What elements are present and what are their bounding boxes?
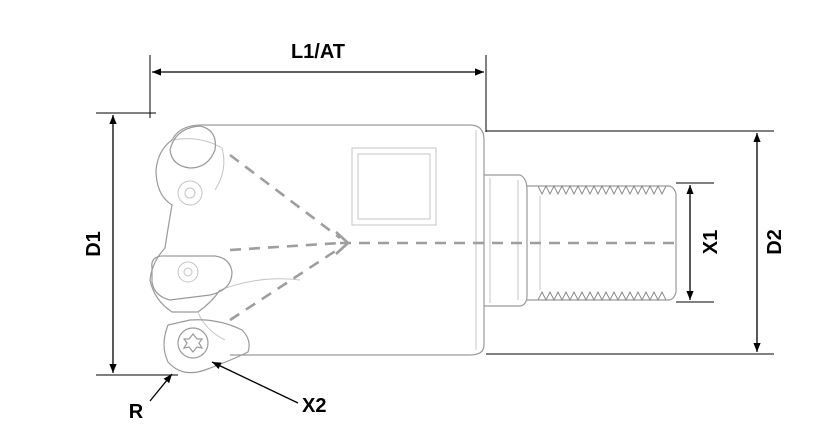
shank-collar xyxy=(484,174,528,307)
leader-r: R xyxy=(129,373,173,423)
label-x2: X2 xyxy=(302,395,326,417)
threaded-shank xyxy=(527,184,677,302)
label-d2: D2 xyxy=(764,229,786,255)
coolant-junction-chevron xyxy=(335,231,350,255)
torx-screw-icon xyxy=(182,333,204,353)
dimension-d1: D1 xyxy=(83,112,178,376)
label-d1: D1 xyxy=(83,231,105,257)
label-x1: X1 xyxy=(700,230,722,254)
middle-insert xyxy=(151,255,233,301)
label-r: R xyxy=(129,401,144,423)
coolant-channels xyxy=(229,153,680,322)
dimension-d2: D2 xyxy=(486,130,786,355)
dimension-x1: X1 xyxy=(676,182,722,303)
top-insert xyxy=(169,125,217,206)
bottom-insert xyxy=(163,319,250,374)
leader-x2: X2 xyxy=(211,361,326,417)
dimension-l1-at: L1/AT xyxy=(149,41,487,132)
label-l1-at: L1/AT xyxy=(291,41,345,63)
milling-cutter-body xyxy=(149,124,677,374)
